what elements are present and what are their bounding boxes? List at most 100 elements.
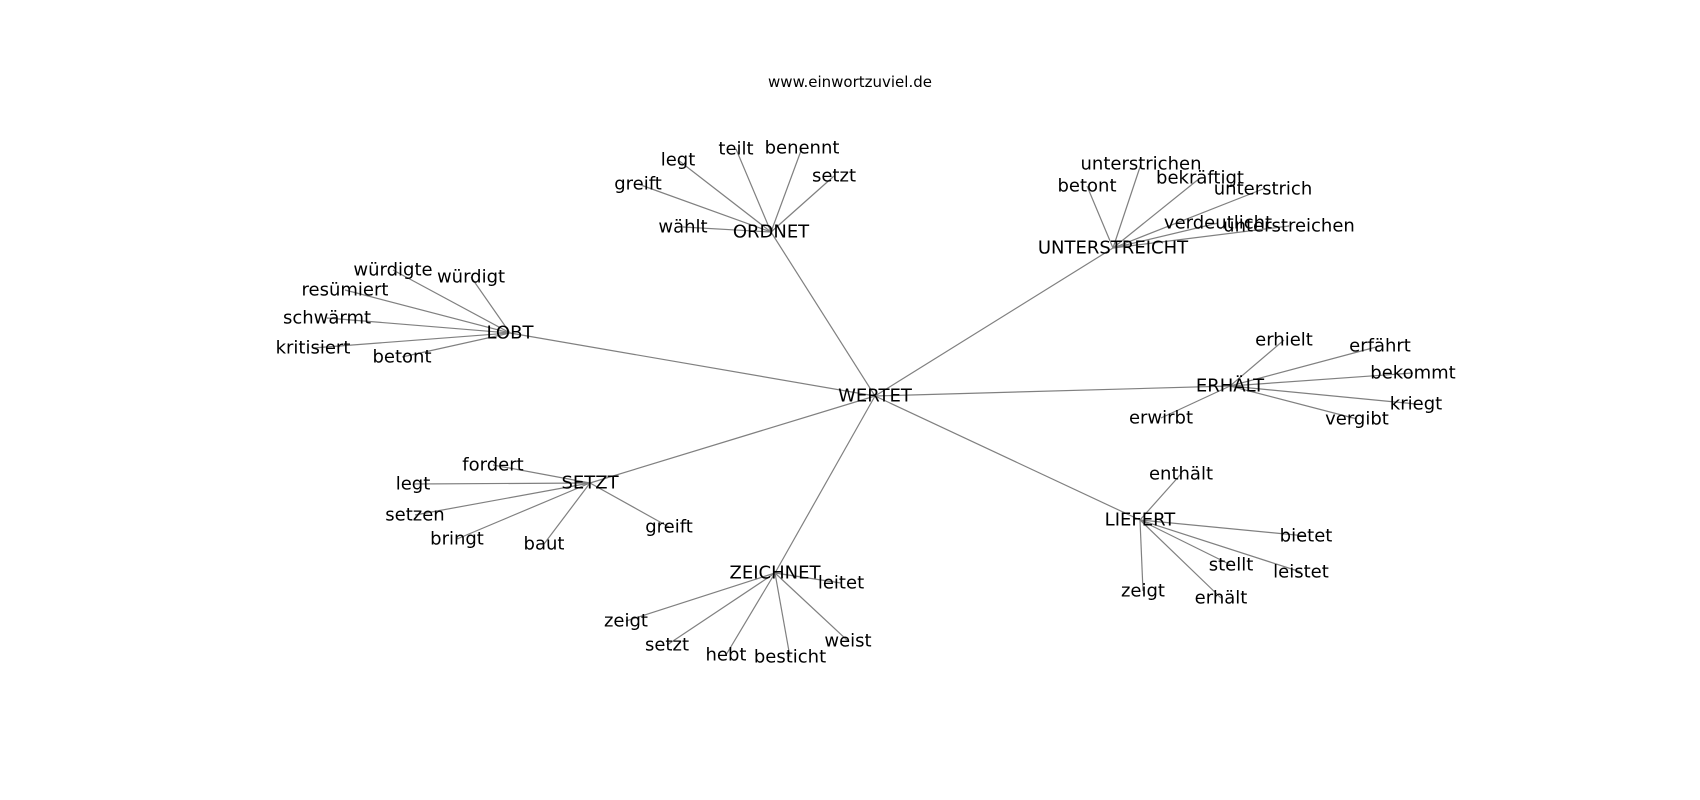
- edge-liefert-enthaelt: [1139, 473, 1182, 521]
- leaf-node-setzt-bringt: bringt: [430, 529, 484, 550]
- edge-unterstreicht-unterstrichen: [1112, 163, 1142, 249]
- leaf-node-unterstreicht-unterstrich: unterstrich: [1214, 179, 1313, 200]
- edge-unterstreicht-unterstreichen: [1112, 225, 1290, 249]
- leaf-node-ordnet-waehlt: wählt: [658, 217, 707, 238]
- edge-lobt-betont: [401, 332, 511, 358]
- edge-setzt-bringt: [456, 482, 591, 540]
- edge-zeichnet-zeigt: [625, 572, 776, 622]
- edge-erhaelt-erhielt: [1229, 339, 1285, 387]
- edge-ordnet-waehlt: [682, 226, 772, 233]
- edge-ordnet-benennt: [770, 147, 803, 233]
- leaf-node-lobt-wuerdigt: würdigt: [437, 267, 505, 288]
- leaf-node-setzt-baut: baut: [524, 534, 565, 555]
- edge-setzt-baut: [543, 482, 591, 545]
- edge-wertet-ordnet: [770, 231, 876, 397]
- hub-node-zeichnet: ZEICHNET: [730, 563, 822, 584]
- leaf-node-liefert-erhaelt: erhält: [1195, 588, 1248, 609]
- edge-lobt-wuerdigte: [392, 269, 511, 334]
- graph-edges: [312, 147, 1417, 658]
- edge-ordnet-teilt: [735, 148, 772, 233]
- leaf-node-ordnet-setzt: setzt: [812, 166, 856, 187]
- hub-node-erhaelt: ERHÄLT: [1196, 376, 1265, 397]
- graph-nodes: WERTET ORDNET legt teilt benennt greift setzt w…: [276, 138, 1456, 668]
- hub-node-unterstreicht: UNTERSTREICHT: [1038, 238, 1189, 259]
- root-node-wertet: WERTET: [838, 386, 913, 407]
- leaf-node-unterstreicht-bekraeftigt: bekräftigt: [1156, 168, 1244, 189]
- leaf-node-erhaelt-erhielt: erhielt: [1255, 330, 1313, 351]
- leaf-node-unterstreicht-unterstrichen: unterstrichen: [1081, 154, 1202, 175]
- edge-erhaelt-vergibt: [1229, 385, 1358, 420]
- leaf-node-ordnet-teilt: teilt: [718, 139, 753, 160]
- site-title: www.einwortzuviel.de: [768, 73, 932, 91]
- leaf-node-unterstreicht-unterstreichen: unterstreichen: [1223, 216, 1355, 237]
- leaf-node-lobt-kritisiert: kritisiert: [276, 338, 351, 359]
- edge-erhaelt-bekommt: [1229, 372, 1414, 387]
- leaf-node-lobt-resuemiert: resümiert: [302, 280, 389, 301]
- edge-ordnet-greift: [637, 183, 772, 233]
- leaf-node-ordnet-legt: legt: [661, 150, 696, 171]
- edge-wertet-setzt: [589, 395, 876, 484]
- edge-lobt-wuerdigt: [470, 276, 511, 334]
- edge-zeichnet-leitet: [774, 572, 842, 584]
- edge-ordnet-setzt: [770, 175, 835, 233]
- edge-setzt-legt: [412, 482, 591, 485]
- edge-lobt-kritisiert: [312, 332, 511, 349]
- leaf-node-erhaelt-erwirbt: erwirbt: [1129, 408, 1193, 429]
- edge-erhaelt-kriegt: [1229, 385, 1417, 405]
- leaf-node-setzt-legt: legt: [396, 474, 431, 495]
- leaf-node-erhaelt-bekommt: bekommt: [1370, 363, 1455, 384]
- leaf-node-lobt-wuerdigte: würdigte: [353, 260, 432, 281]
- leaf-node-erhaelt-erfaehrt: erfährt: [1349, 336, 1411, 357]
- edge-unterstreicht-bekraeftigt: [1112, 177, 1201, 249]
- leaf-node-lobt-betont: betont: [372, 347, 431, 368]
- leaf-node-zeichnet-weist: weist: [824, 631, 871, 652]
- leaf-node-liefert-bietet: bietet: [1280, 526, 1333, 547]
- edge-setzt-greift: [589, 482, 670, 528]
- leaf-node-ordnet-benennt: benennt: [765, 138, 840, 159]
- edge-zeichnet-hebt: [725, 572, 776, 656]
- edge-wertet-liefert: [874, 395, 1141, 521]
- edge-liefert-stellt: [1139, 519, 1232, 566]
- hub-node-ordnet: ORDNET: [733, 222, 810, 243]
- edge-lobt-resuemiert: [344, 289, 511, 334]
- edge-liefert-erhaelt: [1139, 519, 1222, 599]
- edge-unterstreicht-unterstrich: [1112, 188, 1264, 249]
- leaf-node-setzt-greift: greift: [645, 517, 693, 538]
- leaf-node-zeichnet-besticht: besticht: [754, 647, 826, 668]
- edge-liefert-zeigt: [1139, 519, 1144, 592]
- edge-liefert-leistet: [1139, 519, 1302, 573]
- edge-unterstreicht-betont: [1086, 185, 1114, 249]
- edge-wertet-unterstreicht: [874, 247, 1114, 397]
- leaf-node-liefert-leistet: leistet: [1273, 562, 1329, 583]
- leaf-node-unterstreicht-verdeutlicht: verdeutlicht: [1164, 213, 1272, 234]
- edge-ordnet-legt: [677, 159, 772, 233]
- hub-node-liefert: LIEFERT: [1105, 510, 1177, 531]
- edge-zeichnet-weist: [774, 572, 849, 642]
- leaf-node-ordnet-greift: greift: [614, 174, 662, 195]
- leaf-node-setzt-fordert: fordert: [462, 455, 523, 476]
- edge-zeichnet-besticht: [774, 572, 791, 658]
- edge-lobt-schwaermt: [326, 317, 511, 334]
- edge-unterstreicht-verdeutlicht: [1112, 222, 1219, 249]
- leaf-node-zeichnet-zeigt: zeigt: [604, 611, 648, 632]
- leaf-node-zeichnet-leitet: leitet: [818, 573, 864, 594]
- edge-wertet-lobt: [509, 332, 876, 397]
- edge-erhaelt-erwirbt: [1160, 385, 1231, 419]
- leaf-node-unterstreicht-betont: betont: [1057, 176, 1116, 197]
- edge-zeichnet-setzt: [666, 572, 776, 646]
- edge-wertet-erhaelt: [874, 385, 1231, 397]
- edge-setzt-fordert: [492, 464, 591, 484]
- leaf-node-liefert-zeigt: zeigt: [1121, 581, 1165, 602]
- hub-node-setzt: SETZT: [561, 473, 619, 494]
- leaf-node-zeichnet-hebt: hebt: [706, 645, 747, 666]
- leaf-node-erhaelt-kriegt: kriegt: [1390, 394, 1442, 415]
- hub-node-lobt: LOBT: [487, 323, 535, 344]
- leaf-node-liefert-stellt: stellt: [1209, 555, 1254, 576]
- leaf-node-setzt-setzen: setzen: [385, 505, 444, 526]
- leaf-node-zeichnet-setzt: setzt: [645, 635, 689, 656]
- leaf-node-lobt-schwaermt: schwärmt: [283, 308, 371, 329]
- leaf-node-liefert-enthaelt: enthält: [1149, 464, 1213, 485]
- edge-setzt-setzen: [414, 482, 591, 516]
- leaf-node-erhaelt-vergibt: vergibt: [1325, 409, 1389, 430]
